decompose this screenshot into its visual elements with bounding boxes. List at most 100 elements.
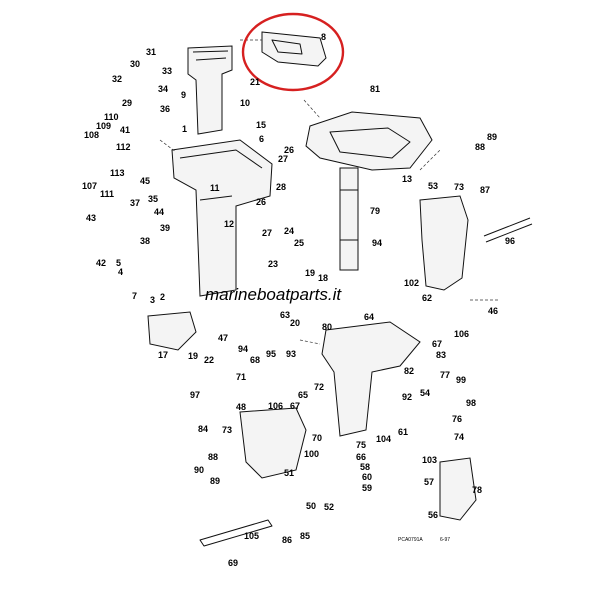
callout-label: 15 [256, 120, 266, 130]
callout-label: 82 [404, 366, 414, 376]
callout-label: 59 [362, 483, 372, 493]
callout-label: 50 [306, 501, 316, 511]
callout-label: 67 [290, 401, 300, 411]
callout-label: 86 [282, 535, 292, 545]
callout-label: 67 [432, 339, 442, 349]
callout-label: 100 [304, 449, 319, 459]
callout-label: 88 [475, 142, 485, 152]
callout-label: 38 [140, 236, 150, 246]
callout-label: 52 [324, 502, 334, 512]
callout-label: 94 [372, 238, 382, 248]
callout-label: 95 [266, 349, 276, 359]
callout-label: 4 [118, 267, 123, 277]
callout-label: 110 [104, 112, 119, 122]
callout-label: 11 [210, 183, 220, 193]
callout-label: 29 [122, 98, 132, 108]
callout-label: 68 [250, 355, 260, 365]
callout-label: 46 [488, 306, 498, 316]
callout-label: 85 [300, 531, 310, 541]
callout-label: 1 [182, 124, 187, 134]
callout-label: 111 [100, 189, 114, 199]
callout-label: 106 [454, 329, 469, 339]
callout-label: 26 [284, 145, 294, 155]
callout-label: 13 [402, 174, 412, 184]
callout-label: 41 [120, 125, 130, 135]
callout-label: 60 [362, 472, 372, 482]
callout-label: 69 [228, 558, 238, 568]
callout-label: 106 [268, 401, 283, 411]
callout-label: 84 [198, 424, 208, 434]
stern-bracket-left [239, 407, 307, 479]
callout-label: 103 [422, 455, 437, 465]
callout-label: 57 [424, 477, 434, 487]
callout-label: 64 [364, 312, 374, 322]
callout-label: 97 [190, 390, 200, 400]
callout-label: 3 [150, 295, 155, 305]
callout-label: 42 [96, 258, 106, 268]
callout-label: 79 [370, 206, 380, 216]
swivel-bracket-lower [321, 321, 421, 437]
callout-label: 71 [236, 372, 246, 382]
callout-label: 109 [96, 121, 111, 131]
callout-label: 89 [210, 476, 220, 486]
callout-label: 17 [158, 350, 168, 360]
part-outlines [147, 31, 533, 547]
mount-cover [147, 311, 197, 351]
highlight-circle [241, 12, 345, 92]
callout-label: 99 [456, 375, 466, 385]
callout-label: 39 [160, 223, 170, 233]
exhaust-tower [187, 45, 233, 135]
stern-bracket-right [419, 195, 469, 291]
callout-label: 72 [314, 382, 324, 392]
callout-label: 58 [360, 462, 370, 472]
callout-label: 24 [284, 226, 294, 236]
swivel-bracket-top [305, 111, 433, 171]
callout-label: 20 [290, 318, 300, 328]
callout-label: 65 [298, 390, 308, 400]
callout-label: 66 [356, 452, 366, 462]
callout-label: 76 [452, 414, 462, 424]
callout-label: 32 [112, 74, 122, 84]
callout-label: 63 [280, 310, 290, 320]
callout-label: 7 [132, 291, 137, 301]
callout-label: 81 [370, 84, 380, 94]
callout-label: 27 [278, 154, 288, 164]
callout-label: 28 [276, 182, 286, 192]
callout-label: 10 [240, 98, 250, 108]
adapter-housing [171, 139, 273, 297]
callout-label: 89 [487, 132, 497, 142]
callout-label: 18 [318, 273, 328, 283]
callout-label: 54 [420, 388, 430, 398]
callout-label: 19 [188, 351, 198, 361]
callout-label: 112 [116, 142, 131, 152]
callout-label: 113 [110, 168, 125, 178]
callout-label: 43 [86, 213, 96, 223]
callout-label: 92 [402, 392, 412, 402]
cover-plate [261, 31, 327, 67]
callout-label: 62 [422, 293, 432, 303]
callout-label: 22 [204, 355, 214, 365]
callout-label: 48 [236, 402, 246, 412]
callout-labels: 31 30 33 32 34 29 36 9 21 8 81 10 110 10… [82, 32, 515, 568]
callout-label: 73 [222, 425, 232, 435]
callout-label: 80 [322, 322, 332, 332]
callout-label: 21 [250, 77, 260, 87]
callout-label: 78 [472, 485, 482, 495]
callout-label: 44 [154, 207, 164, 217]
callout-label: 61 [398, 427, 408, 437]
watermark-text: marineboatparts.it [205, 285, 342, 304]
callout-label: 25 [294, 238, 304, 248]
callout-label: 8 [321, 32, 326, 42]
callout-label: 108 [84, 130, 99, 140]
stern-bracket-far-right [439, 457, 477, 521]
callout-label: 47 [218, 333, 228, 343]
callout-label: 87 [480, 185, 490, 195]
callout-label: 51 [284, 468, 294, 478]
callout-label: 56 [428, 510, 438, 520]
callout-label: 36 [160, 104, 170, 114]
callout-label: 23 [268, 259, 278, 269]
callout-label: 12 [224, 219, 234, 229]
callout-label: 83 [436, 350, 446, 360]
callout-label: 94 [238, 344, 248, 354]
callout-label: 34 [158, 84, 168, 94]
